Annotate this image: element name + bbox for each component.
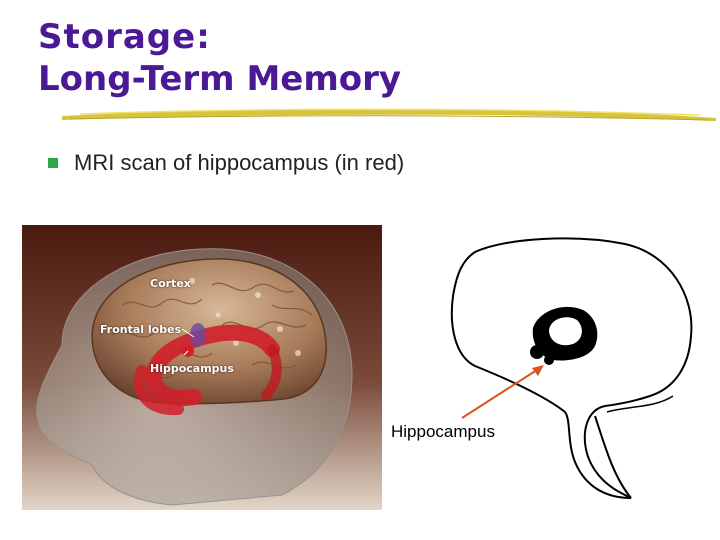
label-frontal-lobes: Frontal lobes	[100, 323, 182, 336]
title-line-2: Long-Term Memory	[38, 59, 402, 99]
bullet-text: MRI scan of hippocampus (in red)	[74, 150, 405, 175]
mri-scan-image: Cortex Frontal lobes Hippocampus	[22, 225, 382, 510]
brain-sagittal-outline	[450, 237, 693, 499]
title-underline	[62, 108, 716, 121]
label-hippocampus-mri: Hippocampus	[150, 362, 234, 375]
pointer-arrow-icon	[461, 365, 544, 419]
brain-outline-diagram	[445, 236, 705, 500]
brain-illustration	[22, 225, 382, 510]
hippocampus-label: Hippocampus	[391, 422, 495, 441]
bullet-square-icon	[48, 158, 58, 168]
title-line-1: Storage:	[38, 17, 211, 57]
label-cortex: Cortex	[150, 277, 191, 290]
bullet-item: MRI scan of hippocampus (in red)	[48, 150, 404, 176]
slide-title: Storage: Long-Term Memory	[38, 16, 401, 100]
